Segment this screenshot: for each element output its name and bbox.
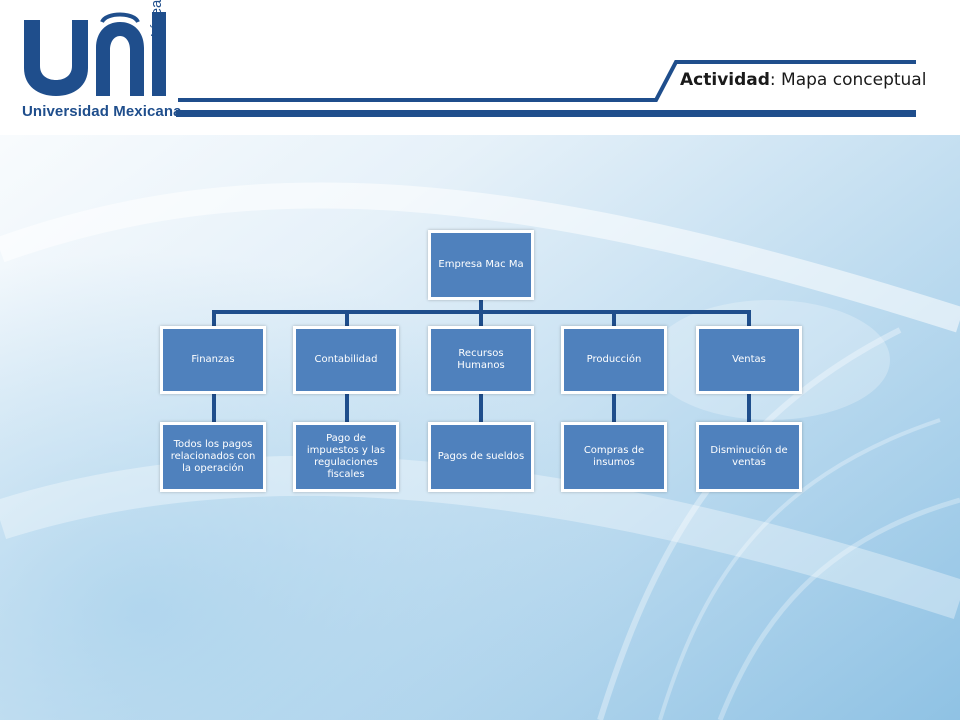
root-node: Empresa Mac Ma bbox=[428, 230, 534, 300]
slide-header: en Línea Universidad Mexicana Actividad:… bbox=[0, 0, 960, 130]
activity-text: : Mapa conceptual bbox=[769, 70, 927, 90]
dept-node-rrhh: Recursos Humanos bbox=[428, 326, 534, 394]
dept-node-contabilidad: Contabilidad bbox=[293, 326, 399, 394]
child-node-contabilidad: Pago de impuestos y las regulaciones fis… bbox=[293, 422, 399, 492]
connector-drop-rrhh bbox=[479, 310, 483, 328]
dept-node-finanzas: Finanzas bbox=[160, 326, 266, 394]
dept-node-produccion: Producción bbox=[561, 326, 667, 394]
child-node-rrhh: Pagos de sueldos bbox=[428, 422, 534, 492]
connector-drop-ventas bbox=[747, 310, 751, 328]
connector-drop-contabilidad bbox=[345, 310, 349, 328]
connector-child-finanzas bbox=[212, 394, 216, 424]
child-label: Pagos de sueldos bbox=[437, 451, 525, 462]
child-label: Pago de impuestos y las regulaciones fis… bbox=[306, 433, 386, 480]
child-node-ventas: Disminución de ventas bbox=[696, 422, 802, 492]
root-label: Empresa Mac Ma bbox=[438, 259, 524, 270]
dept-label: Producción bbox=[586, 354, 642, 365]
child-node-produccion: Compras de insumos bbox=[561, 422, 667, 492]
connector-child-rrhh bbox=[479, 394, 483, 424]
dept-label: Contabilidad bbox=[314, 354, 378, 365]
connector-child-produccion bbox=[612, 394, 616, 424]
connector-child-ventas bbox=[747, 394, 751, 424]
dept-node-ventas: Ventas bbox=[696, 326, 802, 394]
logo-side-text: en Línea bbox=[148, 0, 165, 58]
dept-label: Ventas bbox=[732, 354, 766, 365]
logo-title: Universidad Mexicana bbox=[22, 103, 182, 120]
child-node-finanzas: Todos los pagos relacionados con la oper… bbox=[160, 422, 266, 492]
child-label: Compras de insumos bbox=[583, 445, 645, 468]
connector-drop-finanzas bbox=[212, 310, 216, 328]
connector-drop-produccion bbox=[612, 310, 616, 328]
connector-child-contabilidad bbox=[345, 394, 349, 424]
connector-root-stem bbox=[479, 298, 483, 312]
activity-title: Actividad: Mapa conceptual bbox=[680, 70, 926, 90]
university-logo-icon bbox=[24, 12, 166, 96]
dept-label: Finanzas bbox=[191, 354, 235, 365]
child-label: Todos los pagos relacionados con la oper… bbox=[170, 439, 256, 474]
dept-label: Recursos Humanos bbox=[457, 348, 505, 371]
activity-label: Actividad bbox=[680, 70, 770, 90]
header-divider bbox=[176, 60, 916, 117]
child-label: Disminución de ventas bbox=[710, 445, 788, 468]
